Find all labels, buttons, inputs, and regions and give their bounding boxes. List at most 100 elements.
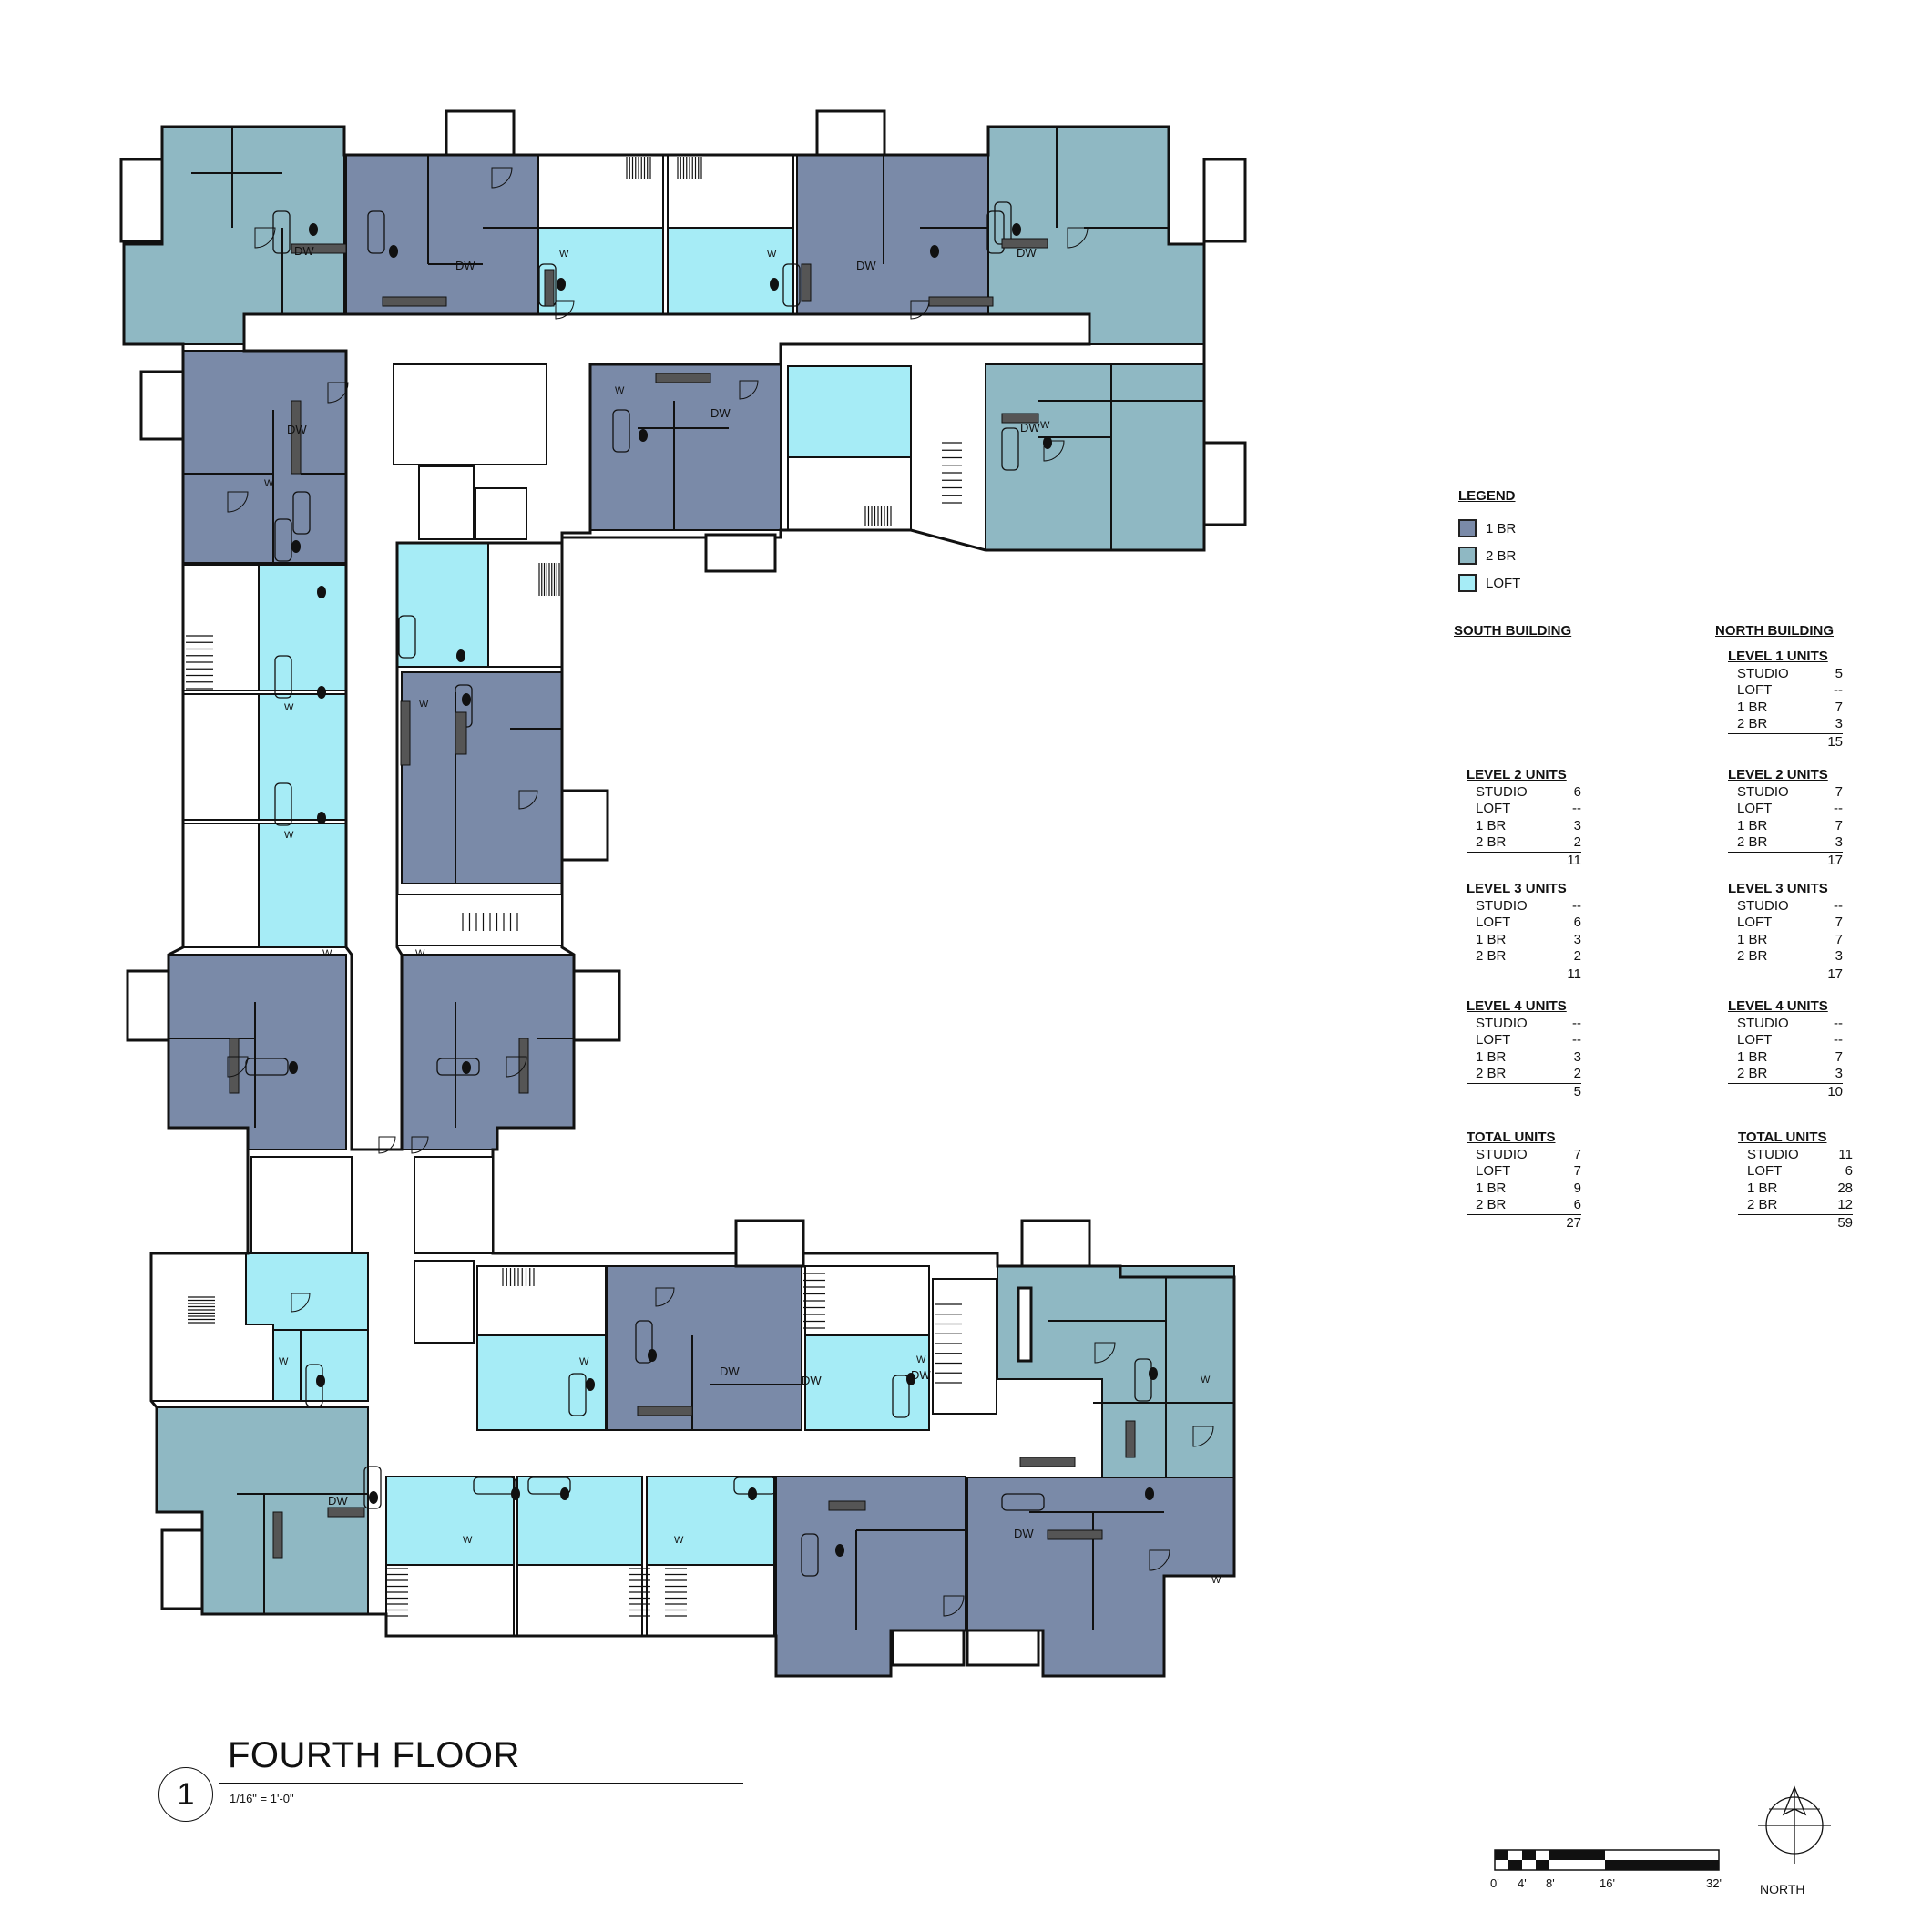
unit-table-row: LOFT -- — [1728, 1032, 1843, 1049]
door-swing — [491, 167, 513, 189]
unit-count: 6 — [1573, 783, 1581, 800]
service-room — [393, 363, 547, 465]
stair-icon — [665, 1568, 687, 1617]
drawing-scale: 1/16" = 1'-0" — [230, 1792, 294, 1805]
unit-type: STUDIO — [1737, 897, 1789, 914]
door-swing — [518, 790, 538, 810]
legend-swatch-1br — [1458, 519, 1477, 537]
stair-icon — [502, 1268, 535, 1286]
unit-type: LOFT — [1737, 682, 1773, 698]
unit-type: STUDIO — [1476, 897, 1528, 914]
stair-icon — [188, 1296, 215, 1324]
unit-table-title: TOTAL UNITS — [1738, 1130, 1827, 1145]
bathtub-icon — [367, 210, 385, 254]
bathtub-icon — [272, 210, 291, 254]
unit-table-total: 17 — [1827, 966, 1843, 982]
unit-count: -- — [1572, 897, 1581, 914]
kitchen-counter — [291, 243, 347, 254]
unit-table-total: 17 — [1827, 852, 1843, 868]
unit-loft-upper — [182, 564, 260, 691]
washer-label: W — [1201, 1375, 1211, 1385]
unit-type: 2 BR — [1476, 948, 1507, 964]
bathtub-icon — [568, 1373, 587, 1416]
unit-count: 7 — [1835, 1048, 1843, 1065]
toilet-icon — [1149, 1367, 1158, 1380]
toilet-icon — [560, 1487, 569, 1500]
unit-type: 2 BR — [1476, 1066, 1507, 1081]
unit-type: STUDIO — [1476, 1015, 1528, 1031]
balcony — [126, 969, 170, 1042]
stair-icon — [626, 157, 651, 179]
kitchen-counter — [455, 711, 467, 755]
unit-type: 1 BR — [1737, 817, 1768, 833]
corridor-outline — [242, 312, 1091, 1151]
unit-table-row: LOFT-- — [1467, 1032, 1581, 1049]
toilet-icon — [557, 278, 566, 291]
bathtub-icon — [1001, 427, 1019, 471]
toilet-icon — [648, 1349, 657, 1362]
stair-icon — [803, 1273, 825, 1329]
stair-icon — [386, 1568, 408, 1617]
unit-1br — [168, 954, 347, 1150]
unit-1br — [796, 154, 989, 315]
kitchen-counter — [1001, 413, 1039, 424]
stair-icon — [629, 1568, 650, 1617]
unit-table-row: LOFT-- — [1728, 801, 1843, 818]
door-swing — [291, 1293, 311, 1313]
toilet-icon — [586, 1378, 595, 1391]
unit-type: LOFT — [1476, 915, 1511, 930]
unit-type: LOFT — [1476, 1032, 1511, 1048]
balcony — [445, 109, 516, 157]
service-room — [932, 1278, 997, 1415]
kitchen-counter — [637, 1406, 693, 1416]
bathtub-icon — [274, 518, 292, 562]
unit-table-total: 11 — [1567, 852, 1581, 868]
bathtub-icon — [274, 782, 292, 826]
unit-count: -- — [1834, 1032, 1843, 1048]
door-swing — [1067, 227, 1089, 249]
bathtub-icon — [782, 263, 801, 307]
unit-table-title: LEVEL 4 UNITS — [1467, 998, 1567, 1014]
dishwasher-label: DW — [294, 244, 314, 258]
bathtub-icon — [473, 1477, 516, 1495]
unit-loft — [396, 542, 489, 668]
unit-type: 2 BR — [1737, 1066, 1768, 1081]
unit-count: 11 — [1838, 1146, 1853, 1162]
unit-table-title: LEVEL 2 UNITS — [1467, 767, 1567, 782]
unit-count: 3 — [1835, 716, 1843, 731]
unit-count: -- — [1834, 1015, 1843, 1031]
unit-table-title: LEVEL 1 UNITS — [1728, 649, 1828, 664]
unit-count: -- — [1834, 682, 1843, 698]
kitchen-counter — [928, 296, 994, 307]
washer-label: W — [767, 249, 777, 260]
unit-table-row: STUDIO -- — [1467, 898, 1581, 915]
unit-count: 6 — [1573, 1197, 1581, 1212]
unit-type: 1 BR — [1737, 931, 1768, 947]
unit-table-total: 27 — [1566, 1214, 1581, 1231]
dishwasher-label: DW — [710, 406, 731, 420]
unit-type: LOFT — [1737, 1032, 1773, 1048]
unit-type: LOFT — [1476, 1163, 1511, 1179]
washer-label: W — [279, 1356, 289, 1367]
balcony — [1017, 1286, 1033, 1363]
unit-loft — [258, 823, 347, 948]
unit-count: 28 — [1837, 1180, 1853, 1196]
toilet-icon — [639, 429, 648, 442]
toilet-icon — [1043, 436, 1052, 449]
legend-item-loft: LOFT — [1458, 574, 1520, 592]
unit-type: 2 BR — [1737, 948, 1768, 964]
scale-label: 4' — [1518, 1876, 1527, 1890]
unit-loft-upper — [487, 542, 563, 668]
unit-loft-upper — [182, 823, 260, 948]
unit-type: 1 BR — [1476, 1048, 1507, 1065]
unit-loft-upper — [646, 1564, 775, 1637]
legend-item-1br: 1 BR — [1458, 519, 1516, 537]
